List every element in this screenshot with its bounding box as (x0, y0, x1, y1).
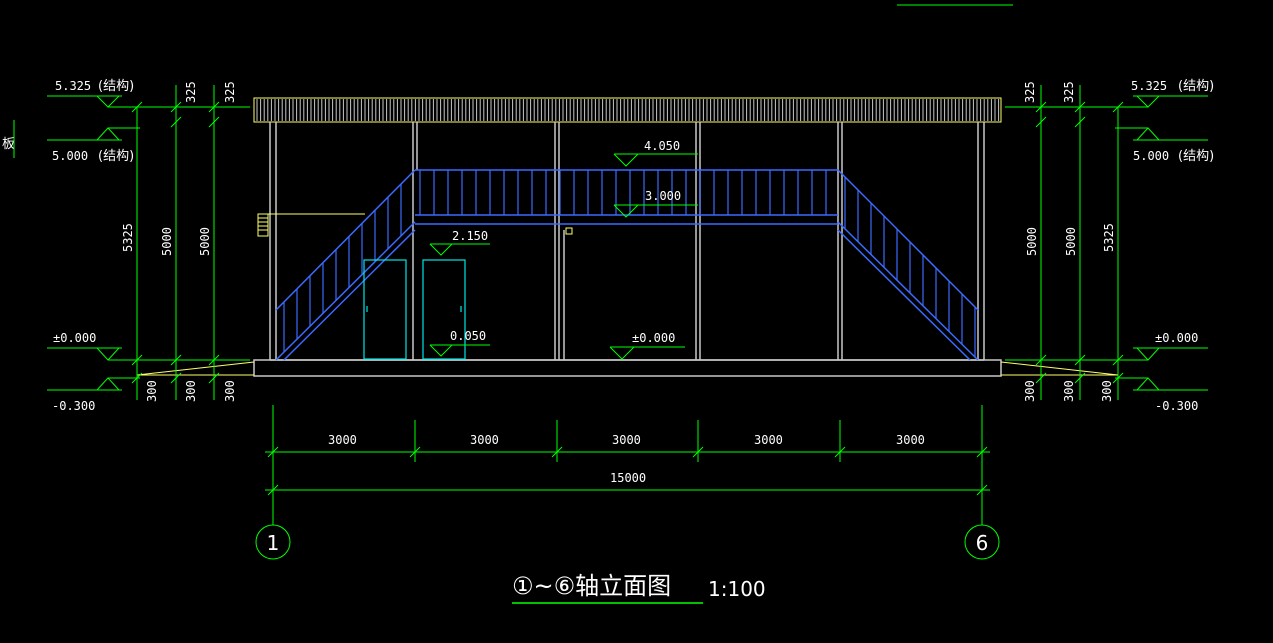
axis-1-label: 1 (267, 531, 280, 555)
right-vertical-dims (1035, 85, 1124, 400)
right-elev-second: 5.000 (1133, 149, 1169, 163)
right-elev-second-note: (结构) (1178, 149, 1214, 164)
right-dim-300-c: 300 (1100, 380, 1114, 402)
structure-frame (253, 122, 1002, 377)
door-left (363, 259, 407, 360)
left-dim-325-b: 325 (223, 81, 237, 103)
bay-dim-1: 3000 (328, 433, 357, 447)
left-dim-5000-a: 5000 (160, 227, 174, 256)
walkway-railing (415, 169, 838, 225)
title-scale: 1:100 (708, 577, 766, 601)
bay-dim-3: 3000 (612, 433, 641, 447)
elev-door-sill-text: 0.050 (450, 329, 486, 343)
elev-floor-text: ±0.000 (632, 331, 675, 345)
left-elev-second: 5.000 (52, 149, 88, 163)
left-vertical-dims (131, 85, 220, 400)
elev-marker-floor (609, 346, 685, 360)
bay-dim-2: 3000 (470, 433, 499, 447)
left-dim-325-a: 325 (184, 81, 198, 103)
left-dim-5000-b: 5000 (198, 227, 212, 256)
left-elev-top-note: (结构) (98, 79, 134, 94)
right-dim-5325: 5325 (1102, 223, 1116, 252)
bay-dim-4: 3000 (754, 433, 783, 447)
right-dim-5000-a: 5000 (1025, 227, 1039, 256)
left-dim-300-b: 300 (184, 380, 198, 402)
door-right (422, 259, 466, 360)
elev-marker-door-sill (429, 344, 490, 357)
right-dim-325-a: 325 (1023, 81, 1037, 103)
left-elev-markers (47, 95, 250, 391)
bay-dim-5: 3000 (896, 433, 925, 447)
elev-rail-top-text: 4.050 (644, 139, 680, 153)
elev-marker-rail-top (613, 153, 698, 167)
left-dim-300-c: 300 (223, 380, 237, 402)
right-dim-300-b: 300 (1062, 380, 1076, 402)
left-elev-second-note: (结构) (98, 149, 134, 164)
right-dim-5000-b: 5000 (1064, 227, 1078, 256)
right-stair-railing (837, 169, 979, 361)
horizontal-dims (265, 405, 990, 525)
elev-marker-walkway (613, 204, 698, 218)
total-dim: 15000 (610, 471, 646, 485)
drawing-title: ①~⑥轴立面图 1:100 (512, 572, 766, 604)
elev-walkway-text: 3.000 (645, 189, 681, 203)
right-elev-below: -0.300 (1155, 399, 1198, 413)
right-elev-top: 5.325 (1131, 79, 1167, 93)
axis-6-label: 6 (976, 531, 989, 555)
side-fragment-label: 板 (2, 137, 15, 152)
title-text: ①~⑥轴立面图 (512, 572, 671, 600)
elev-door-head-text: 2.150 (452, 229, 488, 243)
ground-line (136, 361, 1119, 376)
left-elev-top: 5.325 (55, 79, 91, 93)
right-dim-300-a: 300 (1023, 380, 1037, 402)
axis-bubble-6: 6 (964, 524, 1000, 560)
elev-marker-door-head (429, 243, 490, 256)
left-elev-below: -0.300 (52, 399, 95, 413)
left-stair-railing (275, 169, 416, 361)
left-dim-300-a: 300 (145, 380, 159, 402)
right-elev-markers (1005, 95, 1208, 391)
yellow-ledge (257, 213, 573, 237)
right-elev-ground: ±0.000 (1155, 331, 1198, 345)
right-dim-325-b: 325 (1062, 81, 1076, 103)
roof-slab (253, 97, 1002, 123)
axis-bubble-1: 1 (255, 524, 291, 560)
right-elev-top-note: (结构) (1178, 79, 1214, 94)
left-elev-ground: ±0.000 (53, 331, 96, 345)
left-dim-5325: 5325 (121, 223, 135, 252)
